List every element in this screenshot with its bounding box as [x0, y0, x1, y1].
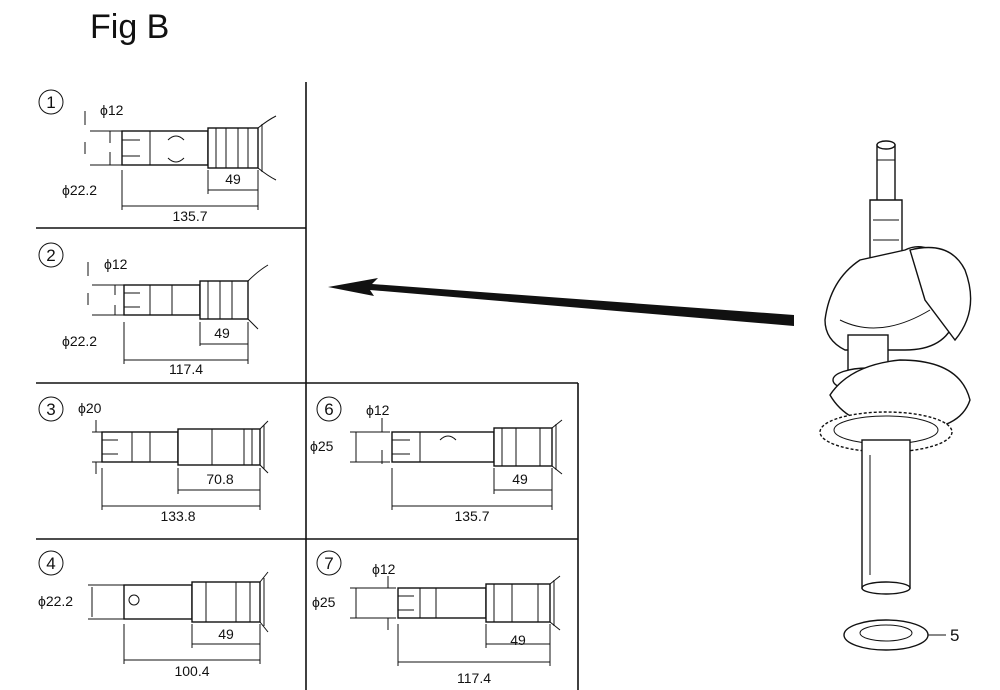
shaft-drawing: [92, 420, 269, 510]
panel-number: 3: [46, 400, 55, 419]
dia-small-label: ϕ20: [78, 400, 102, 416]
panel-1: 1 ϕ12 ϕ22.2 49 135.7: [38, 89, 277, 224]
len-short-label: 49: [225, 171, 241, 187]
panel-number-circle: [38, 550, 64, 576]
shaft-drawing: [88, 571, 269, 664]
figure-title: Fig B: [90, 8, 170, 46]
panel-number-circle: [38, 242, 64, 268]
dia-small-label: ϕ12: [104, 256, 128, 272]
dia-large-label: ϕ25: [310, 438, 334, 454]
panel-number-circle: [316, 396, 342, 422]
shaft-drawing: [84, 111, 277, 210]
panel-6: 6 ϕ12 ϕ25 49 135.7: [310, 396, 563, 524]
shaft-drawing: [350, 418, 563, 510]
len-short-label: 49: [218, 626, 234, 642]
panel-number: 7: [324, 554, 333, 573]
dia-large-label: ϕ22.2: [62, 182, 97, 198]
panel-grid: [36, 82, 579, 690]
panel-number-circle: [38, 396, 64, 422]
dia-small-label: ϕ12: [100, 102, 124, 118]
len-total-label: 133.8: [160, 508, 195, 524]
crankshaft-illustration: [819, 140, 972, 651]
len-short-label: 49: [214, 325, 230, 341]
panel-number-circle: [316, 550, 342, 576]
dia-large-label: ϕ22.2: [62, 333, 97, 349]
panel-number: 1: [46, 93, 55, 112]
panel-number-circle: [38, 89, 64, 115]
len-total-label: 117.4: [457, 670, 491, 686]
arrow-left-icon: [328, 278, 794, 326]
panel-number: 4: [46, 554, 55, 573]
panel-number: 2: [46, 246, 55, 265]
len-total-label: 135.7: [172, 208, 207, 224]
panel-4: 4 ϕ22.2 49 100.4: [38, 550, 269, 679]
dia-large-label: ϕ22.2: [38, 593, 73, 609]
dia-small-label: ϕ12: [366, 402, 390, 418]
part-number-label: 5: [950, 626, 959, 645]
len-short-label: 49: [510, 632, 526, 648]
len-short-label: 49: [512, 471, 528, 487]
shaft-drawing: [350, 575, 561, 666]
dia-small-label: ϕ12: [372, 561, 396, 577]
len-total-label: 117.4: [169, 361, 203, 377]
panel-7: 7 ϕ12 ϕ25 49 117.4: [312, 550, 561, 686]
len-total-label: 100.4: [174, 663, 209, 679]
shaft-drawing: [87, 262, 269, 364]
dia-large-label: ϕ25: [312, 594, 336, 610]
len-short-label: 70.8: [206, 471, 233, 487]
panel-3: 3 ϕ20 70.8 133.8: [38, 396, 269, 524]
len-total-label: 135.7: [454, 508, 489, 524]
panel-number: 6: [324, 400, 333, 419]
panel-2: 2 ϕ12 ϕ22.2 49 117.4: [38, 242, 269, 377]
